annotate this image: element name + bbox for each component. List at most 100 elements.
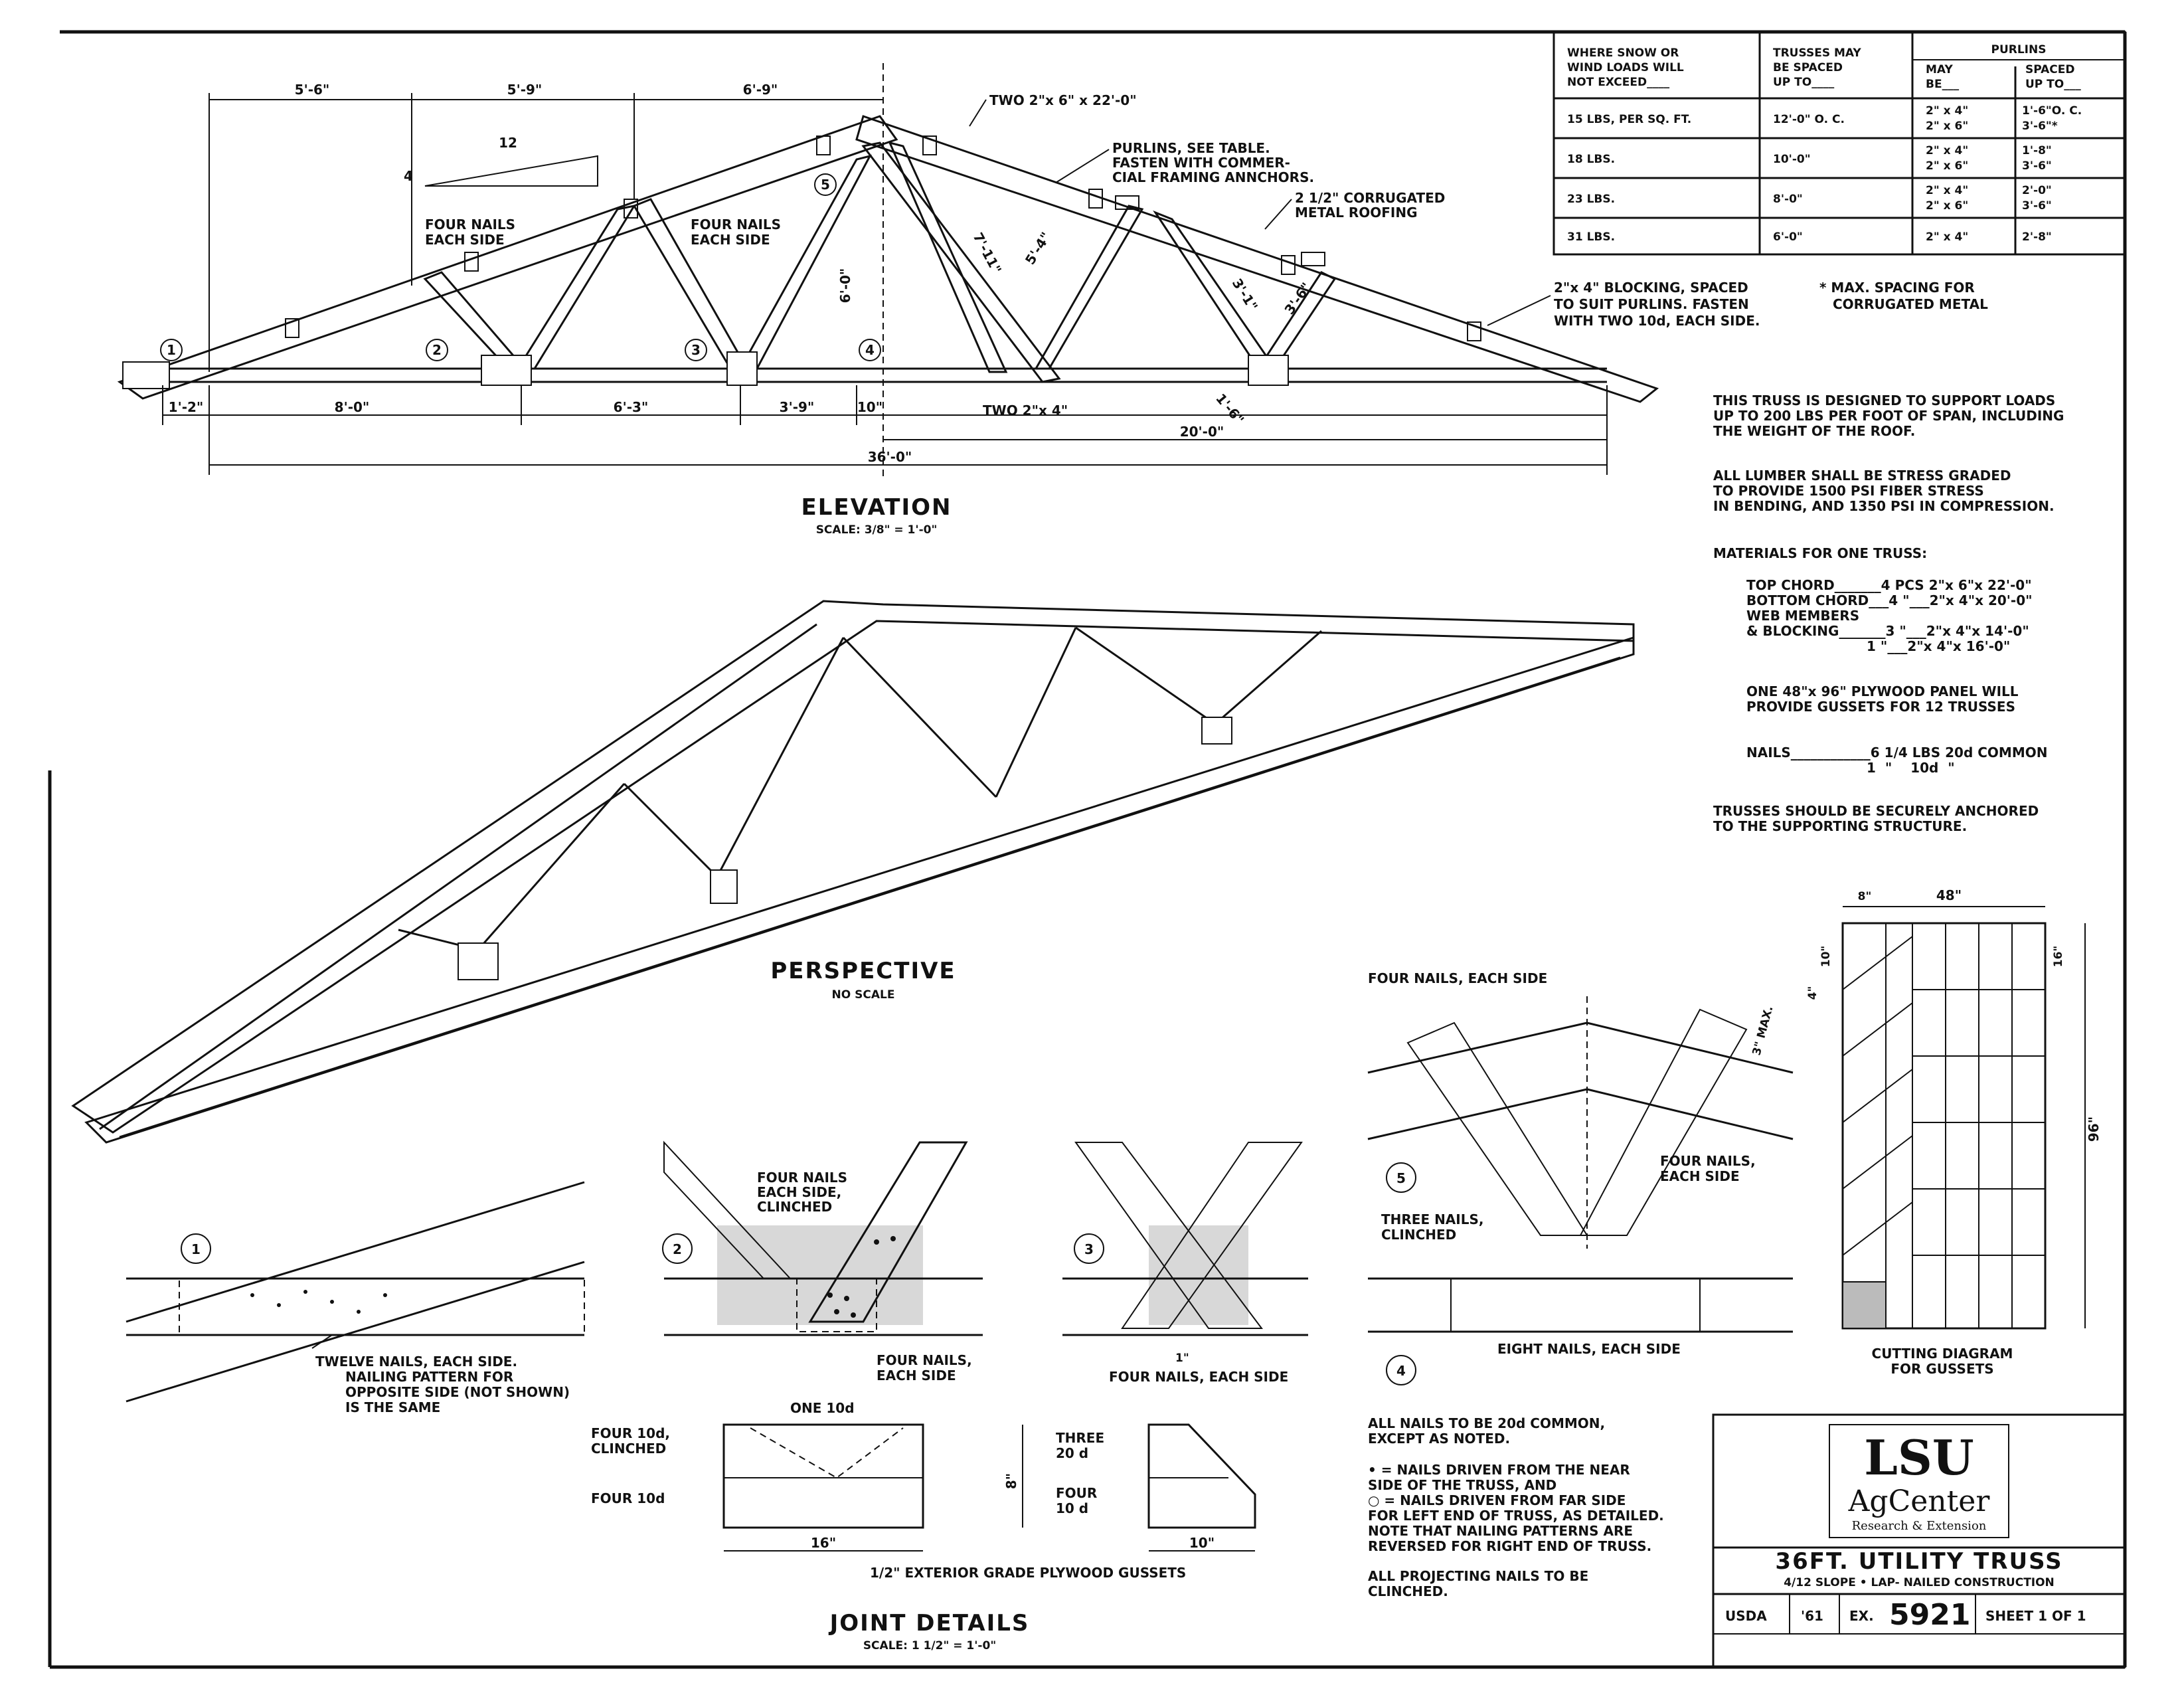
row4-load: 31 LBS. (1567, 230, 1615, 244)
cut-title-1: CUTTING DIAGRAM (1872, 1346, 2013, 1362)
agency: USDA (1725, 1608, 1767, 1624)
marker-3: 3 (691, 342, 701, 358)
th-snow-2: WIND LOADS WILL (1567, 61, 1684, 74)
spec-design-1: THIS TRUSS IS DESIGNED TO SUPPORT LOADS (1713, 393, 2055, 408)
th-spaced-2: UP TO___ (2025, 78, 2081, 91)
gn-4: SIDE OF THE TRUSS, AND (1368, 1477, 1556, 1493)
row2-purlin-a: 2" x 4" (1926, 144, 1968, 157)
note-nails-a-2: EACH SIDE (425, 232, 505, 248)
j2-top-3: CLINCHED (757, 1199, 832, 1215)
row2-purlin-b: 2" x 6" (1926, 159, 1968, 173)
j5-right-1: FOUR NAILS, (1660, 1153, 1756, 1169)
th-may-2: BE___ (1926, 78, 1960, 91)
row3-upto-b: 3'-6" (2022, 199, 2052, 213)
gusset-details: ONE 10d FOUR 10d, CLINCHED FOUR 10d THRE… (591, 1400, 1256, 1652)
gn-1: ALL NAILS TO BE 20d COMMON, (1368, 1415, 1605, 1431)
dim-top-2: 5'-9" (507, 82, 543, 98)
j2-top-2: EACH SIDE, (757, 1184, 841, 1200)
joint-5-marker: 5 (1396, 1170, 1406, 1186)
j1-note-1: TWELVE NAILS, EACH SIDE. (315, 1354, 517, 1370)
table-row: 18 LBS. 10'-0" 2" x 4" 2" x 6" 1'-8" 3'-… (1567, 144, 2052, 173)
th-purlins: PURLINS (1991, 43, 2047, 56)
cutting-diagram: 48" 8" 96" 16" 10" 4" CUTTING DIAGRAM FO… (1806, 887, 2102, 1377)
title-block: LSU AgCenter Research & Extension 36FT. … (1712, 1413, 2126, 1668)
th-spacing-3: UP TO____ (1773, 76, 1835, 89)
row2-upto-a: 1'-8" (2022, 144, 2052, 157)
note-top-chord: TWO 2"x 6" x 22'-0" (989, 92, 1137, 108)
row3-load: 23 LBS. (1567, 193, 1615, 206)
elevation-view: 12 4 5'-6" 5'-9" 6'-9" 1'-2" 8'-0" 6'-3"… (117, 63, 1760, 537)
gn-5: ○ = NAILS DRIVEN FROM FAR SIDE (1368, 1492, 1626, 1508)
elevation-scale: SCALE: 3/8" = 1'-0" (816, 523, 938, 537)
table-footnote-1: * MAX. SPACING FOR (1819, 280, 1975, 296)
j3-dim: 1" (1175, 1352, 1189, 1365)
spec-material-2: BOTTOM CHORD___4 "___2"x 4"x 20'-0" (1746, 592, 2033, 608)
note-nails-b-1: FOUR NAILS (691, 217, 781, 232)
cut-dim-8: 8" (1858, 890, 1872, 903)
spec-material-3: WEB MEMBERS (1746, 608, 1859, 624)
spec-lumber-2: TO PROVIDE 1500 PSI FIBER STRESS (1713, 483, 1984, 499)
spec-anchor-2: TO THE SUPPORTING STRUCTURE. (1713, 818, 1967, 834)
joint-2-marker: 2 (673, 1241, 682, 1257)
purlin-table: WHERE SNOW OR WIND LOADS WILL NOT EXCEED… (1553, 31, 2126, 312)
joint-detail-1: 1 TWELVE NAILS, EACH SIDE. NAILING PATTE… (126, 1181, 585, 1415)
spec-lumber-1: ALL LUMBER SHALL BE STRESS GRADED (1713, 468, 2011, 484)
slope-rise-label: 4 (404, 168, 413, 184)
note-bottom-chord: TWO 2"x 4" (983, 402, 1068, 418)
logo-sub: AgCenter (1848, 1484, 1991, 1518)
row1-purlin-a: 2" x 4" (1926, 104, 1968, 118)
table-row: 15 LBS, PER SQ. FT. 12'-0" O. C. 2" x 4"… (1567, 104, 2082, 133)
joint-detail-5: 5 FOUR NAILS, EACH SIDE FOUR NAILS, EACH… (1367, 970, 1794, 1249)
dim-top-1: 5'-6" (295, 82, 330, 98)
j3-note: FOUR NAILS, EACH SIDE (1109, 1369, 1288, 1385)
cut-dim-96: 96" (2086, 1116, 2102, 1142)
row1-purlin-b: 2" x 6" (1926, 120, 1968, 133)
marker-1: 1 (167, 342, 176, 358)
perspective-view: PERSPECTIVE NO SCALE (71, 600, 1635, 1144)
spec-notes: THIS TRUSS IS DESIGNED TO SUPPORT LOADS … (1713, 393, 2064, 834)
row3-purlin-b: 2" x 6" (1926, 199, 1968, 213)
j1-note-4: IS THE SAME (345, 1399, 440, 1415)
gn-8: REVERSED FOR RIGHT END OF TRUSS. (1368, 1538, 1651, 1554)
lsu-logo-frame (1829, 1424, 2009, 1538)
j1-note-2: NAILING PATTERN FOR (345, 1369, 513, 1385)
th-spacing-2: BE SPACED (1773, 61, 1843, 74)
spec-nails-2: 1 " 10d " (1746, 760, 1955, 776)
marker-2: 2 (432, 342, 442, 358)
gn-7: NOTE THAT NAILING PATTERNS ARE (1368, 1523, 1633, 1539)
dim-half-span: 20'-0" (1180, 424, 1224, 440)
j5-right-2: EACH SIDE (1660, 1168, 1740, 1184)
joint-detail-3: 3 FOUR NAILS, EACH SIDE 1" (1062, 1142, 1308, 1385)
g-plywood: 1/2" EXTERIOR GRADE PLYWOOD GUSSETS (870, 1565, 1186, 1581)
j2-top-1: FOUR NAILS (757, 1170, 847, 1186)
g-four-10d-clinched-2: CLINCHED (591, 1441, 666, 1457)
drawing-subtitle: 4/12 SLOPE • LAP- NAILED CONSTRUCTION (1784, 1576, 2055, 1589)
table-row: 31 LBS. 6'-0" 2" x 4" 2'-8" (1567, 230, 2052, 244)
joints-scale: SCALE: 1 1/2" = 1'-0" (863, 1639, 996, 1652)
perspective-title: PERSPECTIVE (770, 958, 956, 984)
row1-upto-a: 1'-6"O. C. (2022, 104, 2082, 118)
th-may-1: MAY (1926, 63, 1953, 76)
row3-spacing: 8'-0" (1773, 193, 1803, 206)
ex-number: 5921 (1889, 1598, 1970, 1632)
gn-10: CLINCHED. (1368, 1583, 1448, 1599)
gn-3: • = NAILS DRIVEN FROM THE NEAR (1368, 1462, 1630, 1478)
dim-span: 36'-0" (868, 449, 912, 465)
ex-label: EX. (1849, 1608, 1874, 1624)
spec-materials-title: MATERIALS FOR ONE TRUSS: (1713, 545, 1927, 561)
g-three-20d-1: THREE (1056, 1430, 1104, 1446)
joint-4-marker: 4 (1396, 1363, 1406, 1379)
row4-upto-a: 2'-8" (2022, 230, 2052, 244)
dim-bottom-4: 3'-9" (780, 399, 815, 415)
j2-bottom-1: FOUR NAILS, (877, 1352, 972, 1368)
gn-6: FOR LEFT END OF TRUSS, AS DETAILED. (1368, 1508, 1664, 1524)
spec-plywood-2: PROVIDE GUSSETS FOR 12 TRUSSES (1746, 699, 2015, 715)
web-dim-4: 3'-6" (1281, 280, 1314, 317)
g-four-10d-b-1: FOUR (1056, 1485, 1097, 1501)
j4-note: EIGHT NAILS, EACH SIDE (1497, 1341, 1681, 1357)
j5-left-1: THREE NAILS, (1381, 1211, 1483, 1227)
row4-spacing: 6'-0" (1773, 230, 1803, 244)
row3-purlin-a: 2" x 4" (1926, 184, 1968, 197)
note-blocking-1: 2"x 4" BLOCKING, SPACED (1554, 280, 1748, 296)
elevation-title: ELEVATION (801, 494, 952, 521)
